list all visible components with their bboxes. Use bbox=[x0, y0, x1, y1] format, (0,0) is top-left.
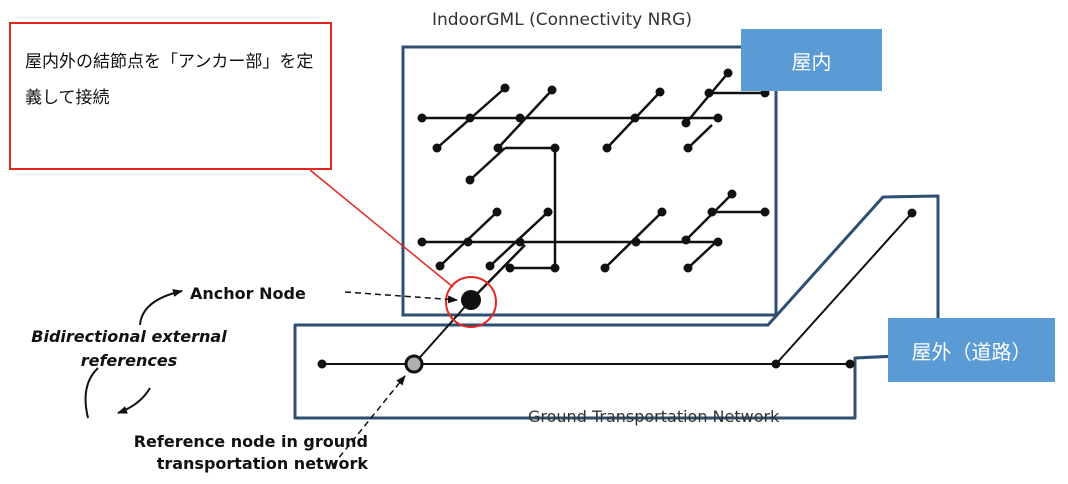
bidirectional-arrow-down bbox=[84, 367, 99, 419]
callout-pointer bbox=[309, 169, 454, 288]
indoor-tag: 屋内 bbox=[741, 29, 882, 91]
indoor-boundary bbox=[401, 45, 778, 317]
reference-node bbox=[404, 354, 424, 374]
reference-node-label: Reference node in ground transportation … bbox=[133, 432, 368, 473]
road-nodes bbox=[317, 208, 917, 369]
anchor-node-label: Anchor Node bbox=[190, 284, 306, 303]
anchor-arrow bbox=[344, 291, 458, 304]
outdoor-tag: 屋外（道路） bbox=[888, 318, 1055, 382]
lower-floor-nodes bbox=[417, 189, 770, 273]
callout-text: 屋内外の結節点を「アンカー部」を定義して接続 bbox=[25, 52, 314, 108]
indoor-title: IndoorGML (Connectivity NRG) bbox=[432, 10, 692, 30]
anchor-node bbox=[461, 290, 481, 310]
anchor-highlight-circle bbox=[445, 276, 497, 328]
bidirectional-arrow-down-2 bbox=[117, 387, 151, 414]
bidirectional-label: Bidirectional external references bbox=[31, 327, 227, 370]
bidirectional-arrow-up bbox=[139, 289, 183, 326]
callout-box: 屋内外の結節点を「アンカー部」を定義して接続 bbox=[9, 22, 332, 170]
reference-arrow bbox=[332, 375, 406, 466]
ground-network-label: Ground Transportation Network bbox=[528, 407, 780, 426]
